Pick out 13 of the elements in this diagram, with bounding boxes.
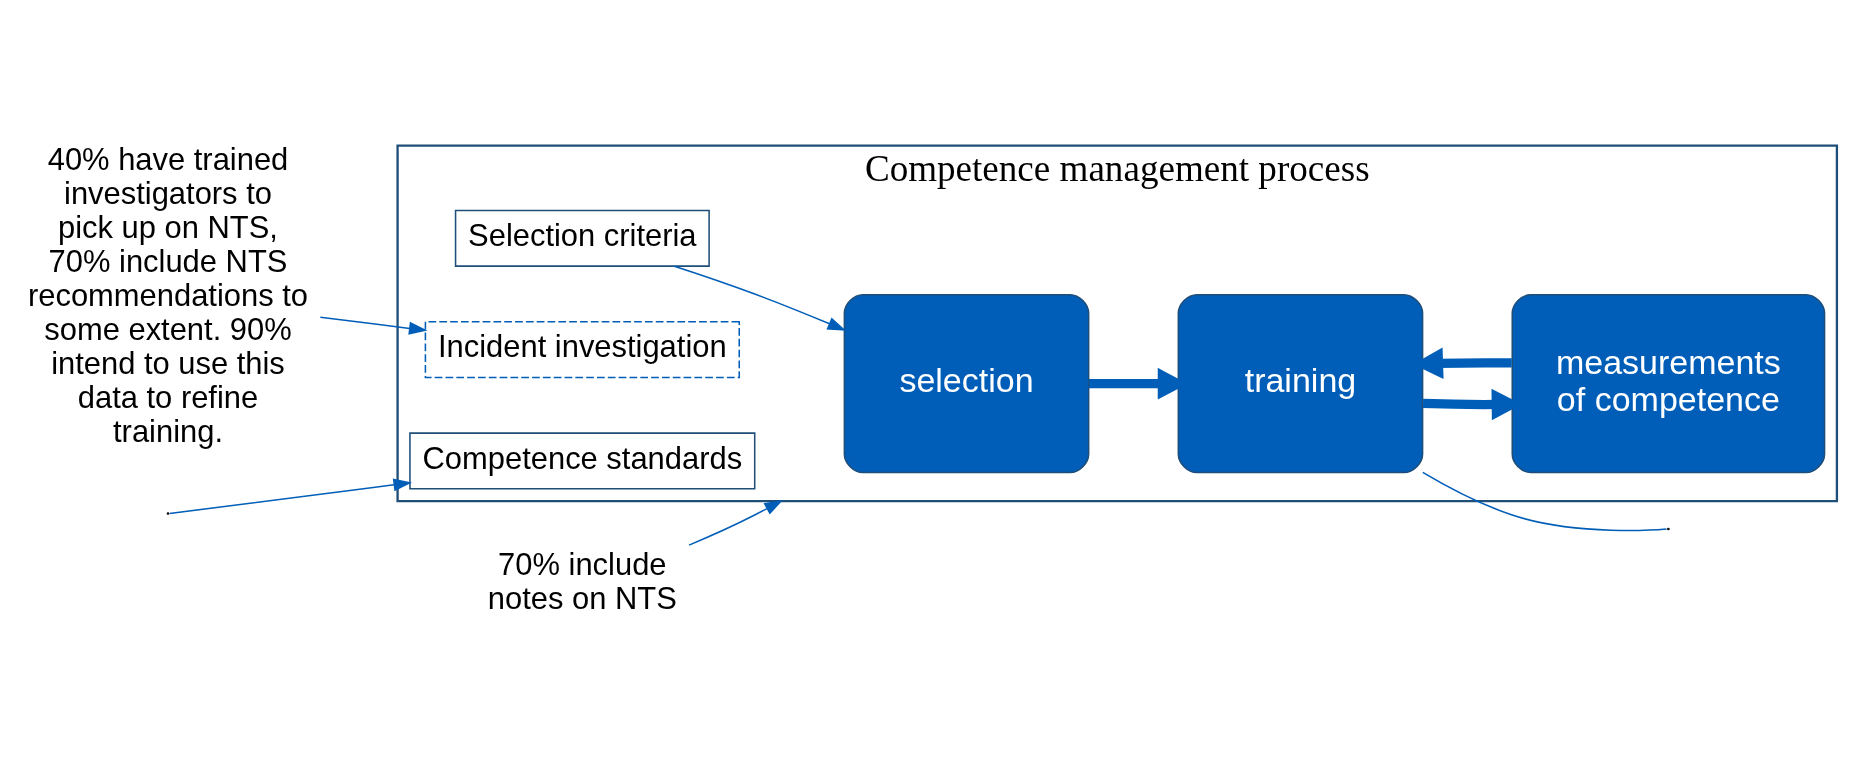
arrow (688, 499, 783, 546)
node-box: selection (843, 293, 1090, 473)
node-text: 40% have trained investigators to pick up on NTS, 70% include NTS recommendations to some extent. 90% intend to use this data to refine training. (27, 141, 308, 449)
arrow (319, 316, 428, 335)
node-box: training (1177, 293, 1424, 473)
node-box: Selection criteria (454, 209, 710, 267)
connector (1422, 471, 1668, 531)
arrow (673, 264, 847, 331)
node-box: Incident investigation (424, 320, 741, 378)
node-box: measurements of competence (1511, 293, 1826, 473)
node-text: 70% include notes on NTS (487, 546, 677, 616)
node-box: Competence standards (409, 431, 756, 490)
arrow (168, 477, 413, 514)
